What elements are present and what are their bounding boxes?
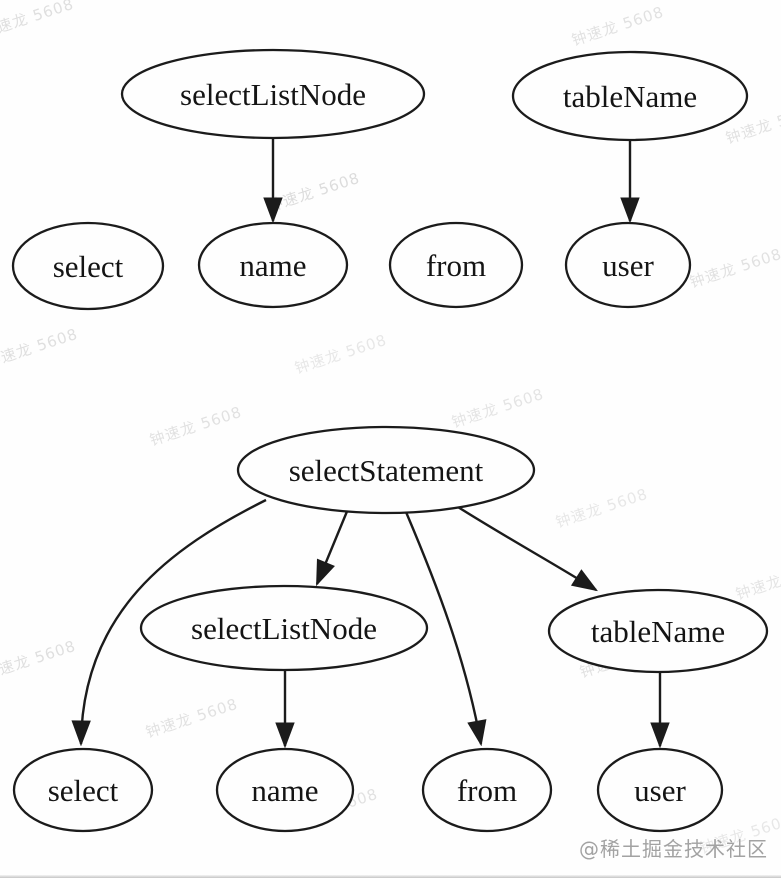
- edge-selectstatement-to-select: [81, 498, 267, 744]
- edge-selectstatement-to-tablename: [449, 500, 596, 590]
- node-ellipse: [139, 584, 429, 672]
- node-label: user: [634, 773, 686, 808]
- watermark-credit: @稀土掘金技术社区: [579, 837, 768, 861]
- node-label: user: [602, 248, 654, 283]
- node-ellipse: [511, 50, 749, 142]
- node-label: name: [239, 248, 306, 283]
- node-label: tableName: [591, 614, 725, 649]
- node-tablename: tableName: [511, 50, 749, 142]
- node-selectstatement: selectStatement: [236, 425, 536, 515]
- node-user: user: [564, 221, 692, 309]
- node-user: user: [596, 747, 724, 833]
- node-name: name: [215, 747, 355, 833]
- node-selectlistnode: selectListNode: [139, 584, 429, 672]
- node-ellipse: [120, 48, 426, 140]
- node-label: selectListNode: [180, 77, 366, 112]
- node-ellipse: [215, 747, 355, 833]
- node-ellipse: [564, 221, 692, 309]
- node-tablename: tableName: [547, 588, 769, 674]
- node-label: selectListNode: [191, 611, 377, 646]
- node-label: name: [251, 773, 318, 808]
- node-from: from: [421, 747, 553, 833]
- node-ellipse: [596, 747, 724, 833]
- node-select: select: [12, 747, 154, 833]
- edge-selectstatement-to-from: [404, 511, 481, 744]
- node-ellipse: [12, 747, 154, 833]
- node-select: select: [11, 221, 165, 311]
- diagram-top: selectListNode tableName select name fro…: [11, 48, 749, 311]
- node-label: select: [48, 773, 119, 808]
- node-label: tableName: [563, 79, 697, 114]
- node-label: from: [457, 773, 517, 808]
- node-name: name: [197, 221, 349, 309]
- node-selectlistnode: selectListNode: [120, 48, 426, 140]
- node-ellipse: [388, 221, 524, 309]
- bottom-edge-line: [0, 875, 781, 878]
- node-ellipse: [236, 425, 536, 515]
- edge-selectstatement-to-selectlistnode: [315, 508, 350, 584]
- node-ellipse: [547, 588, 769, 674]
- node-label: from: [426, 248, 486, 283]
- node-ellipse: [11, 221, 165, 311]
- node-ellipse: [197, 221, 349, 309]
- node-label: select: [53, 249, 124, 284]
- node-ellipse: [421, 747, 553, 833]
- node-label: selectStatement: [289, 453, 484, 488]
- diagram-bottom: selectStatement selectListNode tableName…: [12, 425, 769, 833]
- node-from: from: [388, 221, 524, 309]
